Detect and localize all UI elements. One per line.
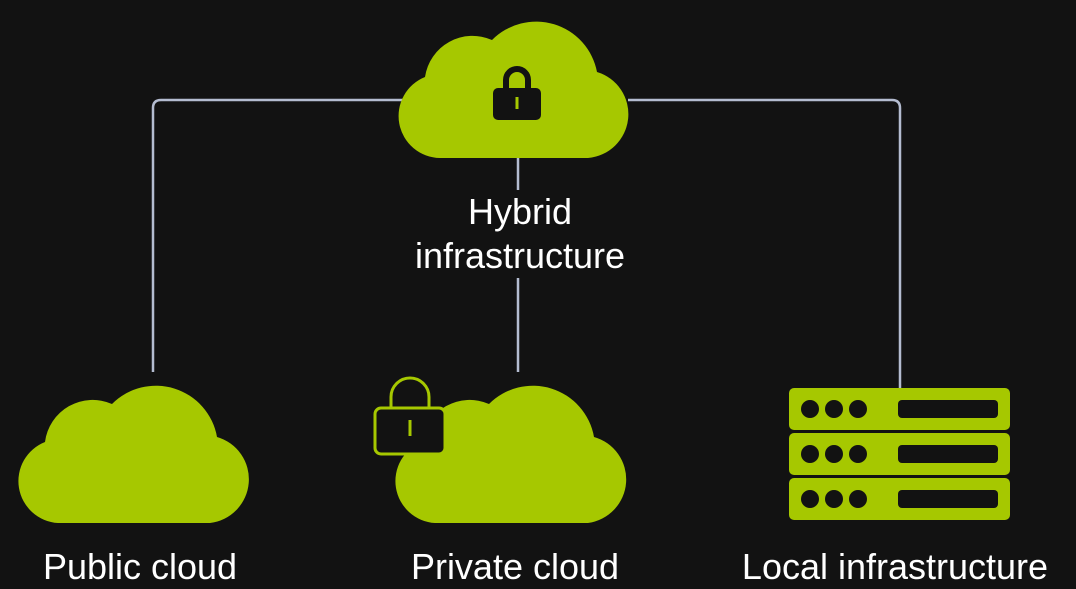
private-cloud-icon (395, 385, 627, 523)
connector-local (628, 98, 902, 390)
lock-outline-icon (373, 376, 447, 456)
local-infrastructure-label: Local infrastructure (741, 546, 1049, 587)
lock-icon (493, 66, 541, 120)
public-cloud-icon (18, 385, 249, 523)
server-rack-icon (789, 388, 1010, 520)
private-cloud-label: Private cloud (410, 546, 620, 587)
hybrid-label-line1: Hybrid (467, 191, 573, 232)
public-cloud-label: Public cloud (42, 546, 238, 587)
hybrid-label-line2: infrastructure (414, 235, 626, 276)
connector-public (151, 98, 405, 372)
hybrid-infrastructure-label: Hybrid infrastructure (360, 190, 680, 278)
